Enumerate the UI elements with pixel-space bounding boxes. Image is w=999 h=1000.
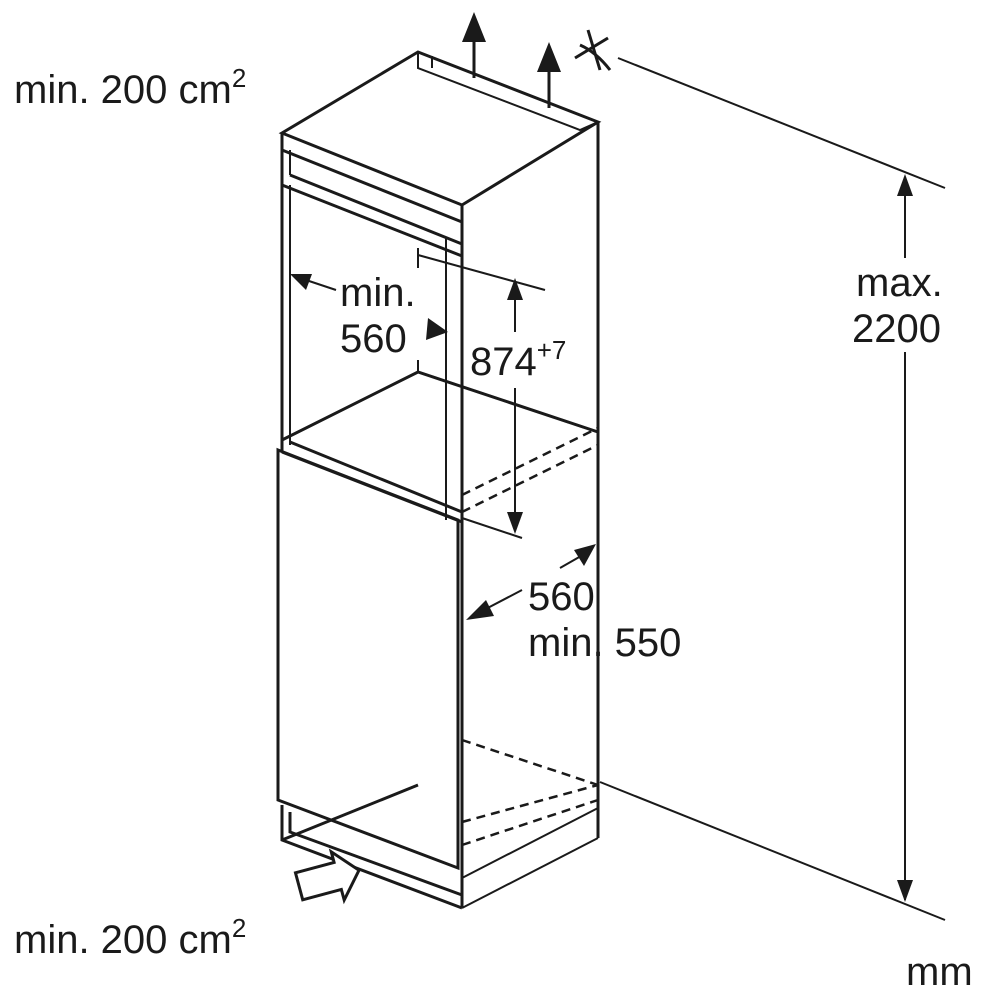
unit-text: mm bbox=[906, 950, 973, 994]
niche-height-value: 874 bbox=[470, 340, 537, 384]
depth-line2: min. 550 bbox=[528, 621, 682, 665]
vent-bottom-text: min. 200 cm bbox=[14, 918, 232, 962]
vent-bottom-label: min. 200 cm2 bbox=[14, 915, 246, 962]
break-symbol bbox=[574, 29, 612, 71]
vent-bottom-superscript: 2 bbox=[231, 913, 247, 943]
vent-top-text: min. 200 cm bbox=[14, 68, 232, 112]
vent-top-superscript: 2 bbox=[231, 63, 247, 93]
depth-label: 560 min. 550 bbox=[528, 574, 681, 666]
cabinet-housing bbox=[278, 50, 602, 910]
niche-width-line2: 560 bbox=[340, 317, 407, 361]
niche-width-line1: min. bbox=[340, 271, 416, 315]
niche-width-label: min. 560 bbox=[340, 270, 416, 362]
dim-niche-height bbox=[417, 254, 546, 539]
max-height-label: max. 2200 bbox=[852, 260, 943, 352]
vent-outlet-arrows bbox=[462, 12, 561, 108]
unit-label: mm bbox=[906, 950, 973, 994]
hidden-edges bbox=[417, 370, 599, 847]
vent-top-label: min. 200 cm2 bbox=[14, 65, 246, 112]
depth-line1: 560 bbox=[528, 575, 595, 619]
max-height-line2: 2200 bbox=[852, 307, 941, 351]
dim-niche-width bbox=[290, 274, 448, 340]
dim-depth bbox=[466, 544, 596, 620]
dim-max-height bbox=[599, 57, 946, 921]
appliance-door bbox=[276, 447, 463, 871]
niche-height-tolerance: +7 bbox=[536, 335, 567, 365]
niche-height-label: 874+7 bbox=[468, 337, 569, 384]
max-height-line1: max. bbox=[856, 261, 943, 305]
vent-inlet-arrow bbox=[293, 848, 361, 905]
